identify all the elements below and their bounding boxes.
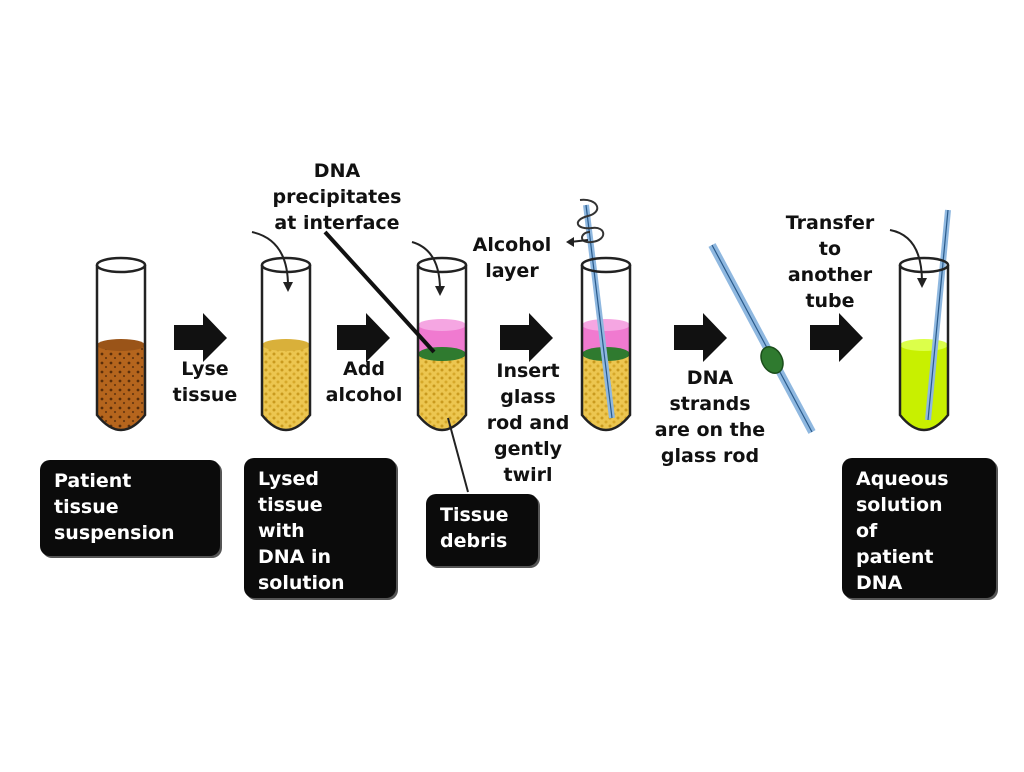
tube-aqueous-dna <box>889 209 951 432</box>
box-aqueous-solution: Aqueous solution of patient DNA <box>842 458 996 598</box>
aqueous-liquid <box>900 345 948 430</box>
arrow-step-2 <box>337 313 390 362</box>
step-label-transfer: Transfer to another tube <box>785 212 875 312</box>
step-label-add-alcohol: Add alcohol <box>325 358 403 406</box>
tube-patient-tissue <box>95 256 147 432</box>
tissue-suspension-liquid <box>97 345 145 430</box>
box-tissue-debris: Tissue debris <box>426 494 538 566</box>
dna-interface-pointer <box>323 230 436 354</box>
arrow-step-4 <box>674 313 727 362</box>
dna-interface-band <box>418 347 466 361</box>
step-label-insert-rod: Insert glass rod and gently twirl <box>486 360 570 486</box>
debris-liquid <box>418 355 466 430</box>
tissue-suspension-surface <box>97 339 145 351</box>
tube-alcohol-layer <box>323 230 469 493</box>
arrow-step-1 <box>174 313 227 362</box>
box-patient-tissue: Patient tissue suspension <box>40 460 220 556</box>
arrow-step-5 <box>810 313 863 362</box>
tube-glass-rod-twirl <box>566 198 632 432</box>
tube-lysed-tissue <box>251 231 312 432</box>
dna-strand-bundle <box>760 346 784 374</box>
debris-pointer <box>447 417 469 493</box>
step-label-dna-strands: DNA strands are on the glass rod <box>654 367 766 467</box>
callout-dna-precipitates: DNA precipitates at interface <box>272 160 402 234</box>
lysed-liquid <box>262 345 310 430</box>
box-lysed-tissue: Lysed tissue with DNA in solution <box>244 458 396 598</box>
lysed-surface <box>262 339 310 351</box>
arrow-step-3 <box>500 313 553 362</box>
glass-rod-with-dna <box>708 243 816 434</box>
step-label-lyse: Lyse tissue <box>172 358 238 406</box>
callout-alcohol-layer: Alcohol layer <box>472 234 552 282</box>
callout-curve-lysed <box>251 231 289 287</box>
